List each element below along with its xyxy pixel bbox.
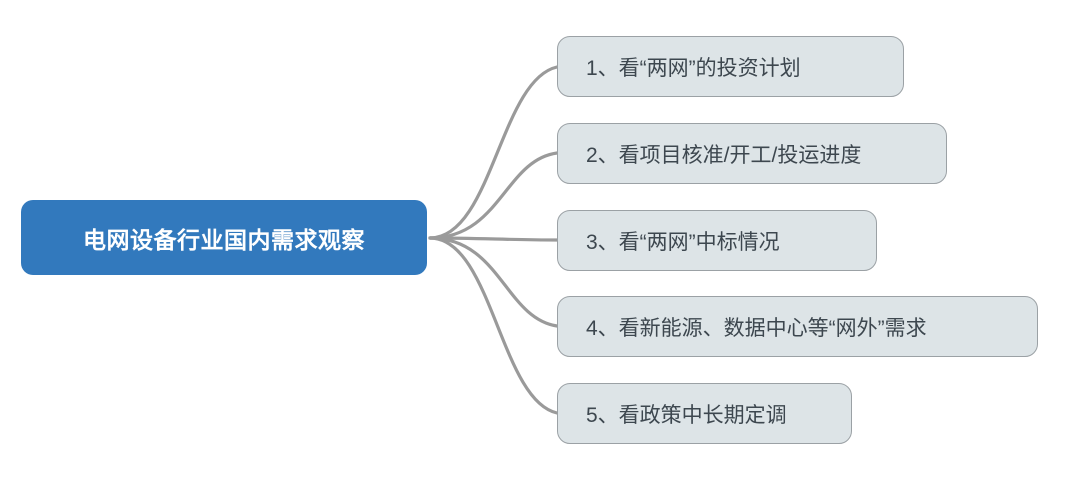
- branch-node-2-label: 2、看项目核准/开工/投运进度: [586, 143, 862, 167]
- root-node[interactable]: 电网设备行业国内需求观察: [21, 200, 427, 275]
- branch-node-3-label: 3、看“两网”中标情况: [586, 230, 780, 254]
- branch-node-2[interactable]: 2、看项目核准/开工/投运进度: [557, 123, 947, 184]
- branch-node-4[interactable]: 4、看新能源、数据中心等“网外”需求: [557, 296, 1038, 357]
- connector-to-branch-2: [428, 151, 559, 240]
- connector-to-branch-4: [428, 236, 559, 328]
- branch-node-5[interactable]: 5、看政策中长期定调: [557, 383, 852, 444]
- branch-node-1-label: 1、看“两网”的投资计划: [586, 56, 801, 80]
- branch-node-5-label: 5、看政策中长期定调: [586, 403, 787, 427]
- connector-to-branch-3: [428, 236, 559, 242]
- root-node-label: 电网设备行业国内需求观察: [83, 226, 365, 253]
- connector-to-branch-5: [428, 236, 559, 415]
- connector-to-branch-1: [428, 65, 559, 240]
- branch-node-3[interactable]: 3、看“两网”中标情况: [557, 210, 877, 271]
- branch-node-4-label: 4、看新能源、数据中心等“网外”需求: [586, 316, 927, 340]
- branch-node-1[interactable]: 1、看“两网”的投资计划: [557, 36, 904, 97]
